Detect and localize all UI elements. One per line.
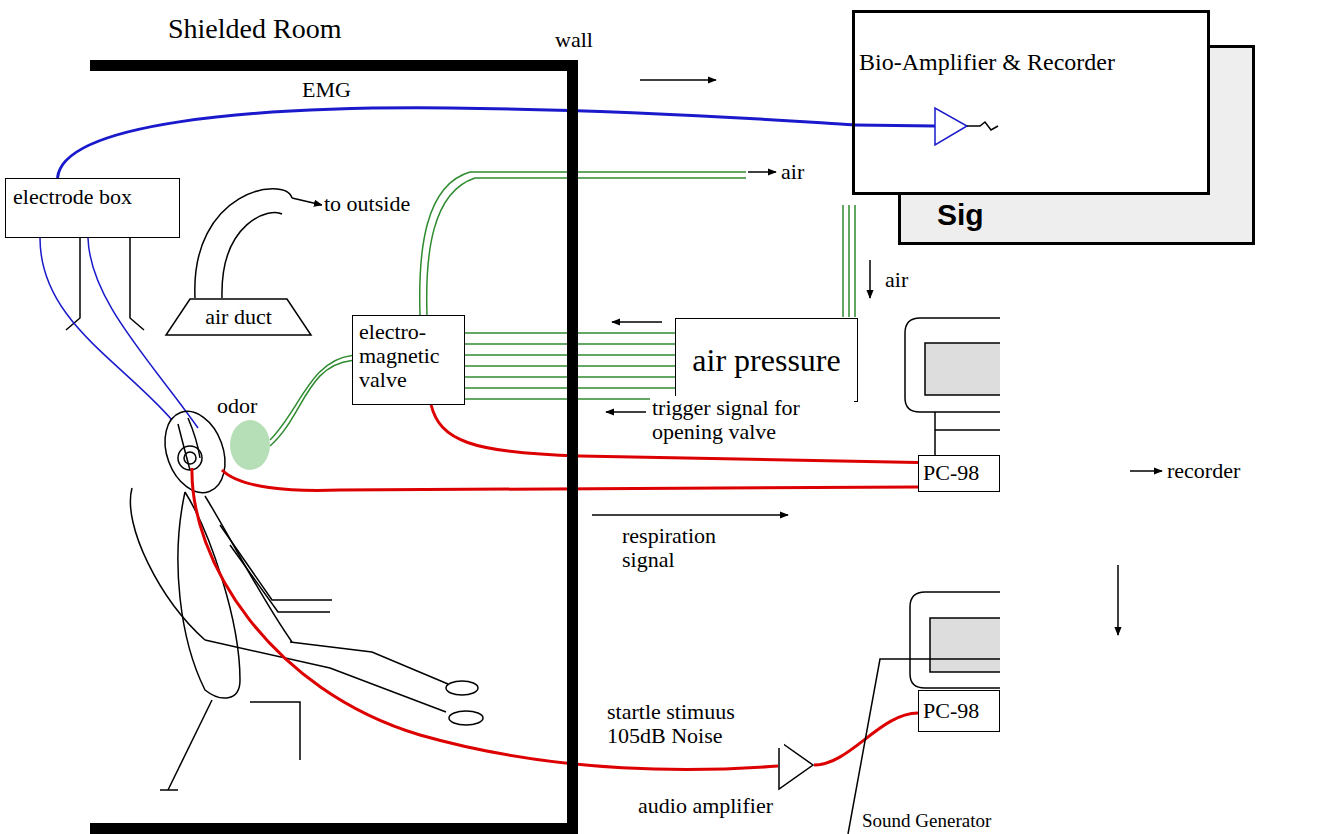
amplifier-symbol — [967, 122, 998, 130]
shielded-room: Shielded Roomelectrode boxair ductelectr… — [90, 60, 578, 834]
direction-arrow — [869, 260, 871, 298]
direction-arrow — [606, 411, 646, 413]
subject-figure — [178, 446, 202, 470]
direction-arrow — [1117, 565, 1119, 635]
odor-outlet: odor — [230, 420, 270, 470]
air-tube — [427, 178, 746, 315]
subject-figure — [184, 452, 196, 464]
subject-figure — [220, 525, 332, 600]
computer-monitor — [910, 592, 1000, 688]
subject-figure — [449, 711, 483, 725]
valve-box: electro- magnetic valve — [352, 315, 465, 405]
air-tube — [842, 205, 844, 317]
computer-box: PC-98 — [918, 690, 1000, 732]
computer-box: PC-98 — [918, 455, 1000, 492]
node-text: electrode box — [13, 185, 172, 209]
annotation-label: respiration signal — [620, 524, 754, 572]
odor-hose — [270, 356, 352, 441]
annotation-label: wall — [553, 28, 595, 52]
node-text: Shielded Room — [168, 13, 341, 45]
direction-arrow — [592, 514, 788, 516]
computer-monitor — [905, 318, 1000, 412]
subject-figure — [290, 642, 448, 684]
amplifier-symbol — [855, 125, 935, 126]
sound-generator-outline — [848, 658, 1000, 834]
subject-figure — [130, 488, 205, 640]
audio-amplifier-outline — [779, 741, 813, 789]
subject-figure — [230, 545, 330, 612]
annotation-label: startle stimuus 105dB Noise — [605, 700, 784, 748]
wire — [192, 468, 918, 770]
computer-monitor — [925, 343, 1000, 395]
direction-arrow — [292, 198, 322, 205]
electrode-wire — [40, 238, 172, 420]
computer-monitor — [935, 412, 1000, 455]
annotation-label: to outside — [322, 192, 412, 216]
electrode-box-stand — [66, 238, 144, 330]
electrode-box: electrode box — [5, 178, 180, 238]
annotation-label: air — [883, 268, 910, 292]
node-text: audio amplifier — [638, 794, 773, 818]
electrode-box-stand — [130, 238, 144, 330]
node-text: Sig — [937, 198, 984, 232]
node-text: Sound Generator — [862, 810, 991, 832]
annotation-label: recorder — [1165, 459, 1242, 483]
node-text: PC-98 — [923, 699, 995, 723]
edge-label: EMG — [300, 78, 353, 102]
node-text: Bio-Amplifier & Recorder — [859, 49, 1207, 75]
air-duct-pipe — [195, 189, 292, 298]
odor-hose — [270, 356, 352, 447]
edge-label: trigger signal for opening valve — [650, 396, 854, 444]
node-text: PC-98 — [923, 461, 995, 485]
direction-arrow — [1130, 470, 1162, 472]
air-tube — [420, 172, 855, 317]
computer-monitor — [905, 318, 1000, 688]
air-tube — [848, 205, 850, 317]
air-tube — [854, 205, 856, 317]
subject-figure — [130, 403, 483, 790]
node-text: air pressure — [692, 342, 840, 378]
subject-figure — [160, 789, 178, 791]
subject-figure — [250, 702, 300, 760]
air-pressure-box: air pressure — [675, 318, 858, 402]
air-tube — [420, 172, 746, 315]
computer-monitor — [930, 618, 1000, 672]
direction-arrow — [748, 171, 776, 173]
sound-generator: Sound Generator PC-98 — [848, 658, 1000, 834]
subject-figure — [168, 700, 212, 790]
sound-generator-outline — [848, 659, 1000, 834]
amplifier-symbol — [935, 108, 967, 145]
annotation-label: air — [779, 160, 806, 184]
node-text: electro- magnetic valve — [359, 320, 458, 392]
amplifier-box: Bio-Amplifier & Recorder — [852, 10, 1210, 195]
direction-arrow — [612, 321, 662, 323]
subject-figure — [205, 640, 446, 712]
odor-outlet-outline — [230, 420, 270, 470]
odor-hose — [270, 361, 352, 447]
emg-cable — [58, 108, 853, 178]
odor-outlet-outline — [230, 420, 270, 470]
air-duct-outline — [166, 299, 311, 335]
air-duct-pipe — [222, 212, 282, 298]
node-text: air duct — [205, 305, 272, 329]
air-duct-pipe — [195, 189, 292, 298]
subject-figure — [446, 681, 478, 695]
air-duct: air duct — [165, 298, 312, 336]
direction-arrow — [640, 79, 716, 81]
node-text: odor — [217, 394, 257, 418]
emg-cable — [58, 108, 853, 178]
